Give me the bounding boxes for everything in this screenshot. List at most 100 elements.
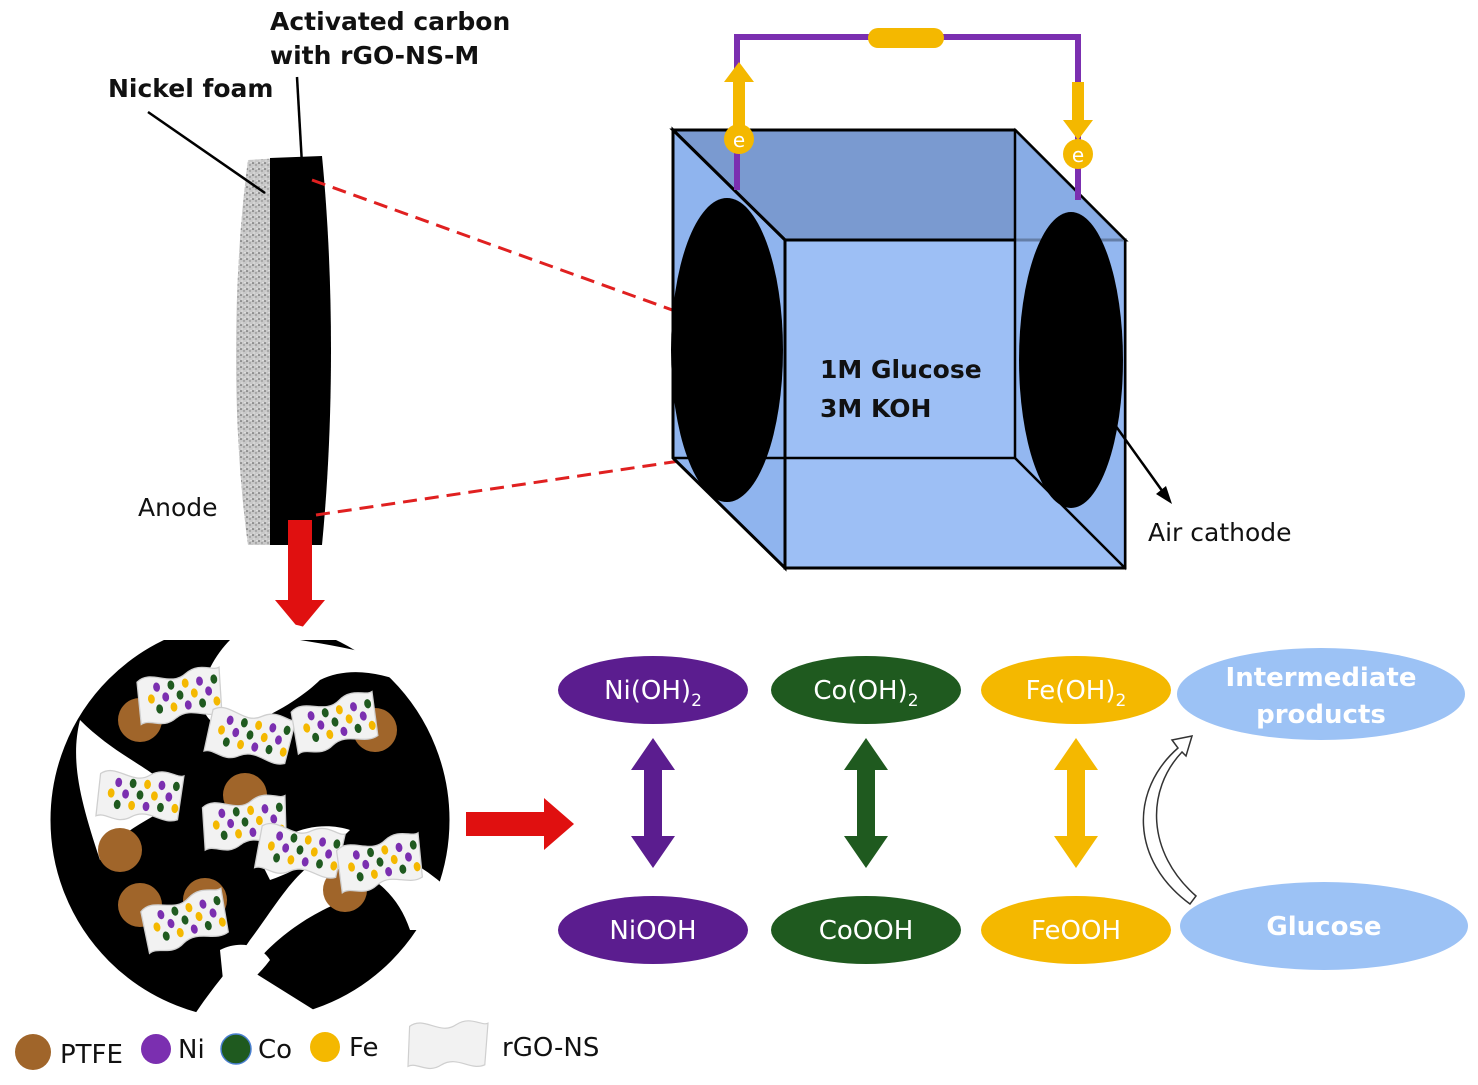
metal-dot [312,732,320,743]
metal-dot [260,732,268,743]
metal-dot [405,852,412,862]
metal-dot [222,737,230,747]
metal-dot [270,814,278,824]
metal-dot [352,850,360,860]
electrolyte-line-2: 3M KOH [820,394,931,423]
metal-dot [115,777,123,788]
metal-dot [290,833,298,843]
metal-dot [340,726,348,737]
rgo-sheet [333,829,428,896]
glucose-label: Glucose [1266,912,1381,942]
metal-dot [190,924,198,934]
metal-dot [185,903,193,913]
legend-fe-label: Fe [349,1033,379,1063]
activated-carbon-pointer [295,76,305,183]
fe-redox-double-arrow [1054,738,1098,868]
intermediate-products-line-1: Intermediate [1226,663,1417,693]
metal-dot [165,792,173,802]
anode-label: Anode [138,493,218,522]
co-hydroxide-ellipse [771,656,961,724]
metal-dot [282,843,290,853]
metal-dot [136,790,144,800]
metal-dot [199,698,207,708]
zoom-down-arrow [275,520,325,630]
metal-dot [279,747,287,757]
activated-carbon-layer [270,156,331,545]
metal-dot [181,678,189,688]
metal-dot [162,692,170,702]
metal-dot [267,841,275,851]
metal-dot [122,789,129,799]
metal-dot [142,801,150,812]
rgo-sheet [287,688,383,757]
metal-dot [409,840,417,850]
rgo-sheet [95,766,185,825]
metal-dot [144,779,151,790]
activated-carbon-label-1: Activated carbon [270,7,510,36]
co-oxyhydroxide-ellipse [771,896,961,964]
legend-ni-swatch [141,1034,171,1064]
fe-oxyhydroxide-ellipse [981,896,1171,964]
co-redox-double-arrow [844,738,888,868]
ni-hydroxide-ellipse [558,656,748,724]
metal-dot [210,674,218,684]
metal-dot [331,717,339,727]
legend-ni-label: Ni [178,1035,205,1065]
metal-dot [367,847,374,858]
metal-dot [376,857,384,867]
metal-dot [171,803,179,814]
legend-rgo-label: rGO-NS [502,1033,599,1063]
metal-dot [316,859,323,869]
ptfe-particle [98,828,142,872]
intermediate-products-line-2: products [1256,700,1386,730]
metal-dot [345,714,353,724]
metal-dot [157,910,165,920]
metal-dot [255,815,263,826]
cell-hidden-edge-3 [1014,457,1126,569]
metal-dot [184,700,192,710]
metal-dot [156,704,164,714]
glucose-ellipse [1180,882,1468,970]
metal-dot [213,896,221,906]
metal-dot [235,829,242,839]
metal-dot [147,694,155,704]
metal-dot [330,861,338,871]
ni-redox-double-arrow [631,738,675,868]
metal-dot [356,872,364,882]
metal-dot [176,690,184,700]
legend-ptfe-label: PTFE [60,1040,123,1070]
metal-dot [350,702,357,712]
metal-dot [220,830,228,840]
rgo-sheet [133,664,227,728]
fe-hydroxide-label: Fe(OH)2 [1026,676,1127,711]
metal-dot [162,931,170,941]
projection-line-top [311,178,701,322]
metal-dot [153,922,161,932]
metal-dot [325,849,333,859]
cell-anode-disk [671,198,783,502]
ni-hydroxide-base: Ni(OH) [604,676,691,706]
metal-dot [317,720,325,730]
co-oxyhydroxide-label: CoOOH [819,916,914,946]
glucose-cycle: Intermediate products Glucose [1142,648,1468,970]
glucose-cycle-arrow [1142,735,1198,906]
metal-dot [107,788,115,798]
metal-dot [301,857,309,867]
co-hydroxide-base: Co(OH) [813,676,907,706]
metal-dot [240,718,248,728]
metal-dot [275,735,282,745]
metal-dot [172,781,180,792]
metal-dot [275,802,283,812]
metal-dot [167,918,175,929]
air-cathode-pointer-head [1156,486,1172,504]
cell-cathode-disk [1019,212,1123,508]
metal-dot [335,705,343,715]
electron-out-label: e [733,128,745,152]
ni-oxyhydroxide-ellipse [558,896,748,964]
metal-dot [199,899,207,909]
metal-dot [204,920,212,931]
